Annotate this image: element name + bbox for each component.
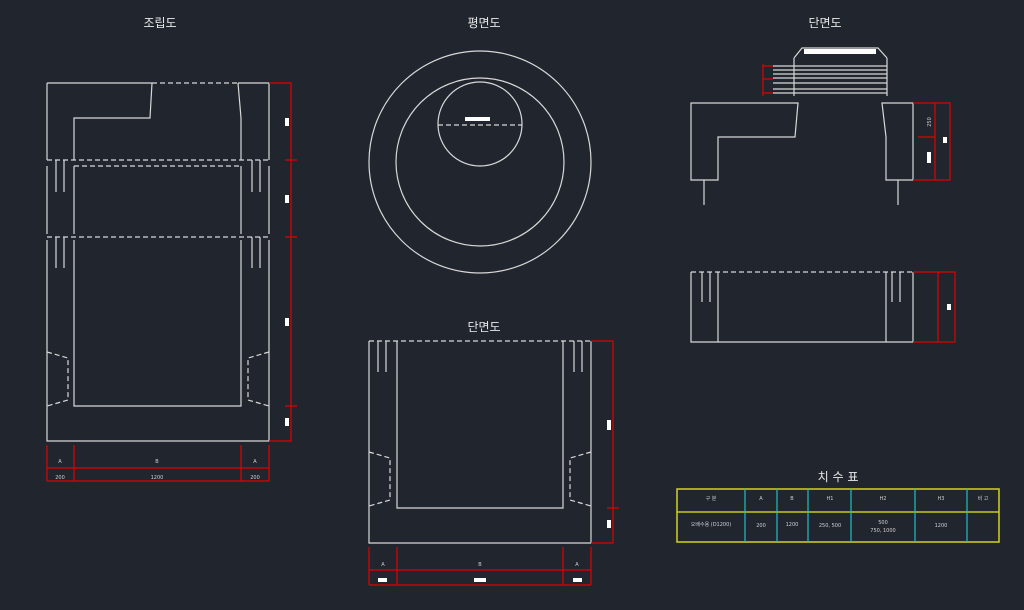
table-header: 비 고 <box>978 495 989 502</box>
assembly-view: A B A 200 1200 200 <box>46 82 297 482</box>
table-cell-h1: 250, 500 <box>819 523 841 529</box>
title-section-bottom: 단면도 <box>467 320 500 334</box>
section-middle-view <box>690 271 956 343</box>
dim-b-value: 1200 <box>151 475 164 481</box>
dim-b-label: B <box>478 562 482 568</box>
dimension-table: 치 수 표 구 분 A B H1 H2 H3 비 고 오배수용 (D1200) … <box>676 470 1000 543</box>
dim-a-value: 200 <box>250 475 260 481</box>
table-cell-name: 오배수용 (D1200) <box>691 521 732 528</box>
table-title: 치 수 표 <box>818 470 859 484</box>
title-section-top: 단면도 <box>808 16 841 30</box>
dim-a-label: A <box>58 459 62 465</box>
table-header: H3 <box>938 496 945 502</box>
section-bottom-view: A B A <box>368 340 619 586</box>
table-header: B <box>790 496 794 502</box>
plan-view <box>368 50 592 274</box>
table-header: H1 <box>827 496 834 502</box>
title-assembly: 조립도 <box>143 16 176 30</box>
table-cell-a: 200 <box>756 523 766 529</box>
dim-a-label: A <box>575 562 579 568</box>
section-top-view: 250 <box>690 47 951 205</box>
dim-a-label: A <box>381 562 385 568</box>
dim-a-label: A <box>253 459 257 465</box>
title-plan: 평면도 <box>467 16 500 30</box>
table-cell-h2: 750, 1000 <box>870 528 895 534</box>
table-header: H2 <box>880 496 887 502</box>
table-header: 구 분 <box>706 496 717 502</box>
table-cell-b: 1200 <box>786 522 799 528</box>
table-cell-h2: 500 <box>878 520 888 526</box>
table-header: A <box>759 496 763 502</box>
table-cell-h3: 1200 <box>935 523 948 529</box>
dim-b-label: B <box>155 459 159 465</box>
dim-h-label: 250 <box>927 117 933 127</box>
dim-a-value: 200 <box>55 475 65 481</box>
